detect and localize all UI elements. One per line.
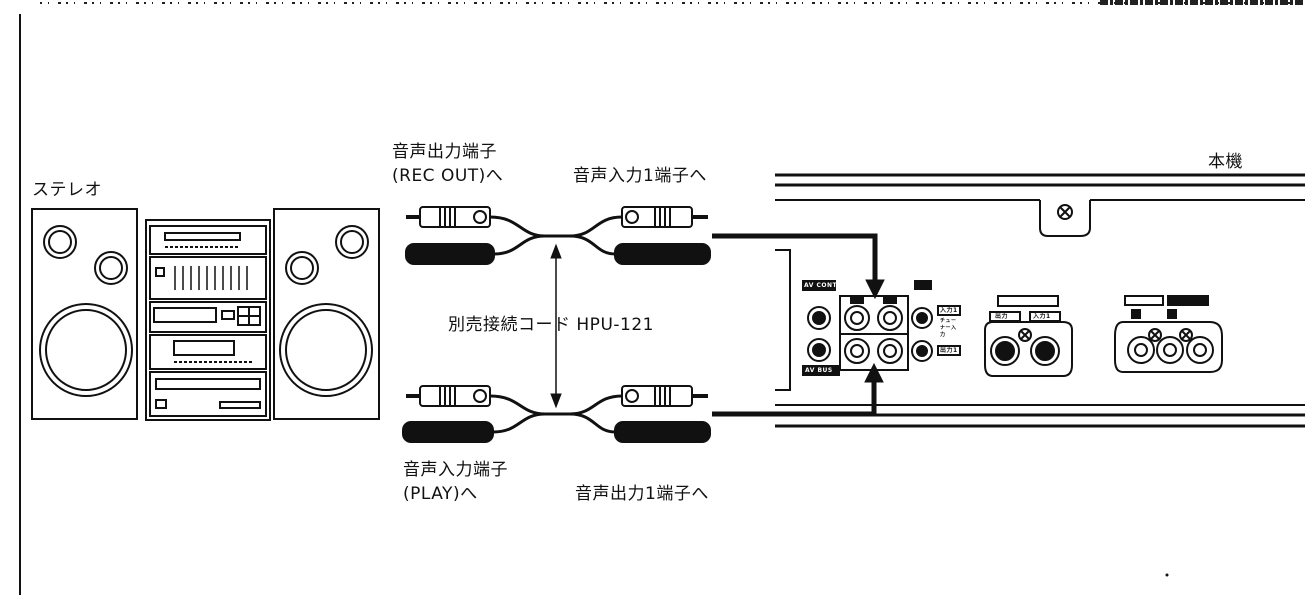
cord-pointer-arrow [550, 243, 562, 409]
label-input1-panel: 入力1 [940, 307, 958, 314]
label-av-bus: AV BUS [805, 367, 833, 374]
audio-jack-block [839, 280, 961, 371]
label-output1: 音声出力1端子へ [575, 484, 709, 504]
left-speaker [31, 208, 138, 420]
top-border [40, 0, 1305, 5]
label-av-cont: AV CONT [804, 282, 838, 289]
plug-black-right-bottom [614, 421, 711, 443]
cable-bottom [402, 385, 711, 443]
plug-black-left-bottom [402, 421, 494, 443]
stereo-center-unit [145, 219, 271, 421]
label-s-out: 出力 [995, 313, 1009, 320]
label-rec-out-2: (REC OUT)へ [392, 166, 504, 186]
cable-top [405, 206, 711, 265]
label-cord: 別売接続コード HPU-121 [448, 315, 654, 335]
s-terminal-block [984, 295, 1073, 377]
label-input1: 音声入力1端子へ [573, 166, 707, 186]
unit-rear-panel [775, 173, 1305, 428]
label-tuner-input: チューナー入力 [940, 318, 957, 338]
right-speaker [273, 208, 380, 420]
connection-arrows [712, 233, 885, 417]
label-stereo: ステレオ [32, 180, 102, 200]
stereo-system [31, 208, 380, 421]
plug-white-left-top [406, 206, 491, 228]
av-cont-bus-jacks [802, 280, 840, 376]
plug-black-right-top [614, 243, 711, 265]
plug-black-left-top [405, 243, 495, 265]
label-play-1: 音声入力端子 [403, 460, 508, 480]
plug-white-right-bottom [621, 385, 708, 407]
label-unit: 本機 [1208, 152, 1243, 172]
label-rec-out-1: 音声出力端子 [392, 142, 497, 162]
label-output1-panel: 出力1 [940, 347, 958, 354]
label-play-2: (PLAY)へ [403, 484, 478, 504]
plug-white-left-bottom [406, 385, 491, 407]
plug-white-right-top [621, 206, 708, 228]
label-s-in: 入力1 [1033, 313, 1051, 320]
right-jack-block [1114, 295, 1223, 373]
speck [1165, 573, 1169, 577]
